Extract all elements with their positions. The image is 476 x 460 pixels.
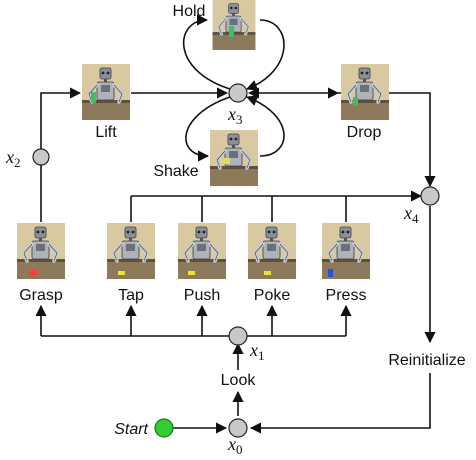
edge-reinitialize-x0 xyxy=(249,373,431,434)
state-node-x0 xyxy=(228,418,248,438)
hold-image xyxy=(210,0,258,50)
edge-shake-x3 xyxy=(245,95,285,157)
state-node-x3 xyxy=(228,83,248,103)
drop-image xyxy=(341,64,389,120)
edge-x3-hold xyxy=(182,14,231,90)
state-node-x1 xyxy=(228,326,248,346)
state-label-x3: x3 xyxy=(227,104,243,127)
tap-image xyxy=(107,223,155,279)
action-labels: Hold Lift Drop Shake Grasp Tap Push Poke… xyxy=(19,3,466,438)
action-images xyxy=(17,0,389,279)
label-poke: Poke xyxy=(254,287,291,304)
grasp-image xyxy=(17,223,65,279)
label-grasp: Grasp xyxy=(19,287,63,304)
poke-image xyxy=(248,223,296,279)
label-drop: Drop xyxy=(347,124,382,141)
state-label-x1: x1 xyxy=(249,340,265,363)
state-node-x2 xyxy=(32,148,50,166)
state-nodes xyxy=(32,83,440,438)
label-lift: Lift xyxy=(95,124,117,141)
lift-image xyxy=(82,64,130,120)
press-image xyxy=(322,223,370,279)
state-label-x2: x2 xyxy=(5,147,21,170)
push-image xyxy=(178,223,226,279)
label-look: Look xyxy=(221,372,257,389)
edges xyxy=(35,14,436,434)
edge-x2-lift xyxy=(40,87,82,149)
edge-x3-shake xyxy=(185,96,231,162)
state-label-x0: x0 xyxy=(227,434,243,457)
label-start: Start xyxy=(114,421,148,438)
state-node-x4 xyxy=(420,186,440,206)
label-tap: Tap xyxy=(118,287,144,304)
label-press: Press xyxy=(326,287,367,304)
label-push: Push xyxy=(184,287,220,304)
state-label-x4: x4 xyxy=(403,203,419,226)
label-shake: Shake xyxy=(153,163,198,180)
label-reinitialize: Reinitialize xyxy=(388,352,465,369)
label-hold: Hold xyxy=(173,3,206,20)
edge-hold-x3 xyxy=(245,19,285,91)
shake-image xyxy=(210,130,258,186)
state-labels: x3 x2 x4 x1 x0 xyxy=(5,104,419,457)
start-node xyxy=(154,418,174,438)
